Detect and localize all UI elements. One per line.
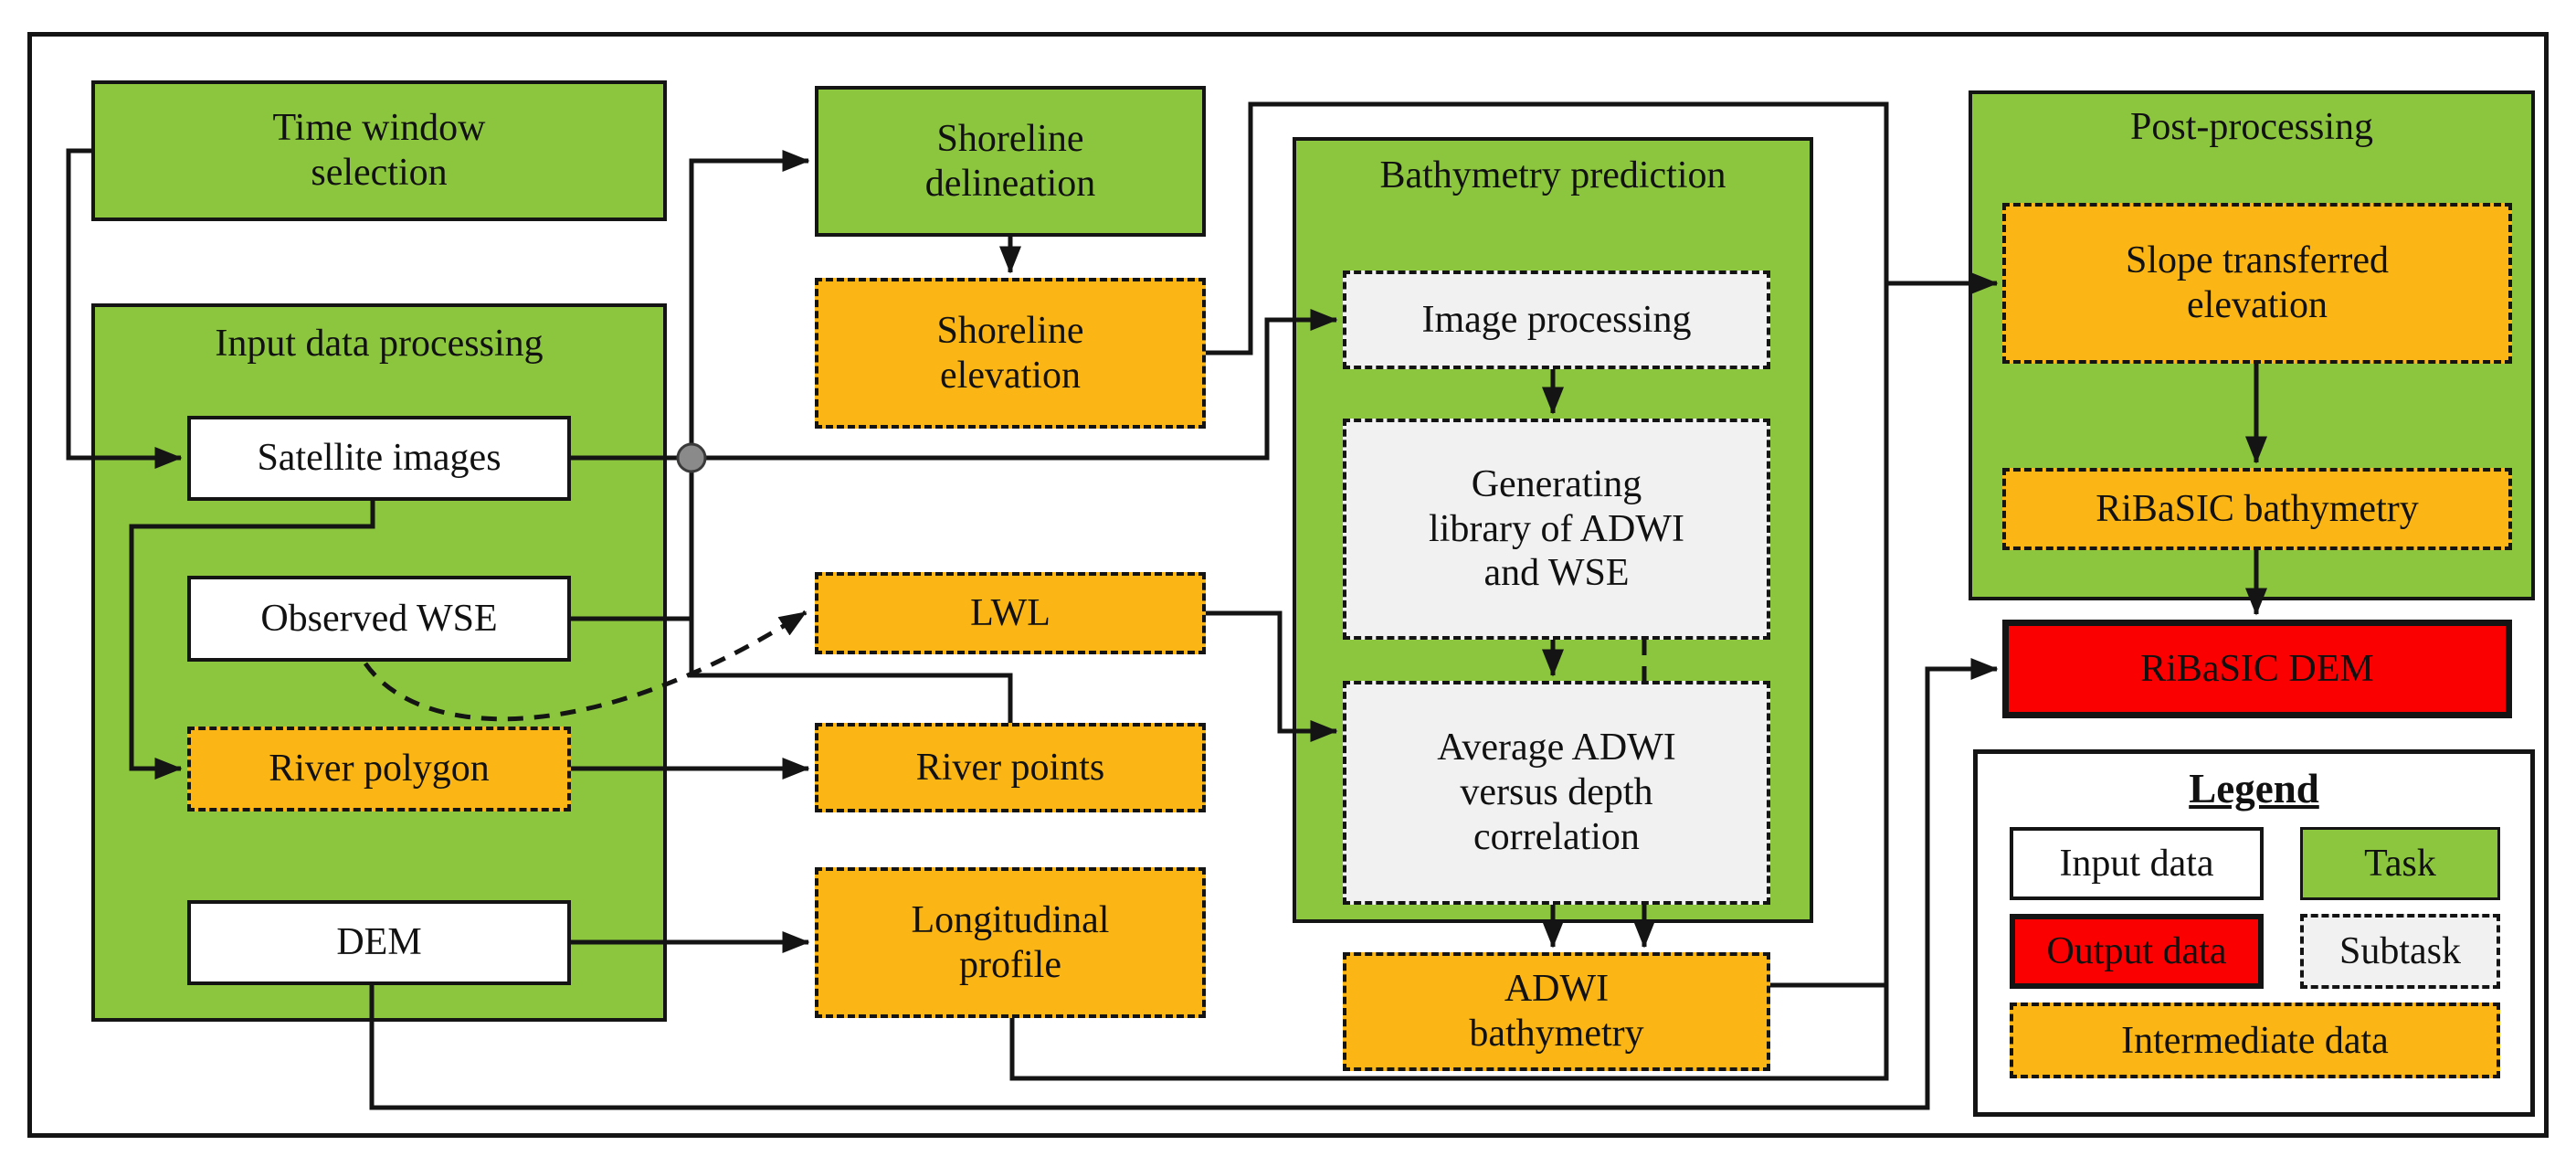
edge-time-window-to-satellite: [66, 148, 183, 469]
edge-lwl-to-average-adwi: [1206, 610, 1338, 742]
node-ribasic-bathymetry: RiBaSIC bathymetry: [2002, 468, 2512, 550]
edge-junction-to-shoreline-delineation: [689, 150, 810, 458]
legend-intermediate-data: Intermediate data: [2010, 1003, 2500, 1078]
edge-junction-to-river-points: [689, 458, 1013, 723]
node-generating-library: Generating library of ADWI and WSE: [1343, 419, 1770, 640]
node-observed-wse: Observed WSE: [187, 576, 571, 662]
edge-junction-to-image-processing: [692, 309, 1338, 461]
node-satellite-images: Satellite images: [187, 416, 571, 501]
node-lwl: LWL: [815, 572, 1206, 654]
edge-satellite-to-river-polygon: [129, 501, 375, 780]
node-time-window-selection: Time window selection: [91, 80, 667, 221]
legend-subtask: Subtask: [2300, 914, 2500, 989]
legend-input-data: Input data: [2010, 827, 2264, 900]
node-longitudinal-profile: Longitudinal profile: [815, 867, 1206, 1018]
legend-task: Task: [2300, 827, 2500, 900]
group-bathymetry-prediction-label: Bathymetry prediction: [1379, 154, 1726, 196]
edge-observed-wse-to-lwl-dashed: [363, 610, 808, 722]
node-shoreline-delineation: Shoreline delineation: [815, 86, 1206, 237]
node-slope-transferred-elevation: Slope transferred elevation: [2002, 203, 2512, 364]
legend-output-data: Output data: [2010, 914, 2264, 989]
junction-dot: [676, 442, 707, 473]
edge-dem-to-ribasic-dem: [369, 658, 1999, 1110]
node-average-adwi-correlation: Average ADWI versus depth correlation: [1343, 681, 1770, 905]
node-river-points: River points: [815, 723, 1206, 812]
group-post-processing-label: Post-processing: [2130, 106, 2373, 148]
node-ribasic-dem: RiBaSIC DEM: [2002, 620, 2512, 718]
edge-shoreline-elevation-bus: [1009, 101, 1889, 1081]
group-input-data-processing-label: Input data processing: [215, 323, 544, 365]
node-dem: DEM: [187, 900, 571, 985]
node-image-processing: Image processing: [1343, 271, 1770, 369]
node-adwi-bathymetry: ADWI bathymetry: [1343, 952, 1770, 1071]
legend-title: Legend: [2189, 766, 2319, 812]
node-river-polygon: River polygon: [187, 727, 571, 812]
node-shoreline-elevation: Shoreline elevation: [815, 278, 1206, 429]
